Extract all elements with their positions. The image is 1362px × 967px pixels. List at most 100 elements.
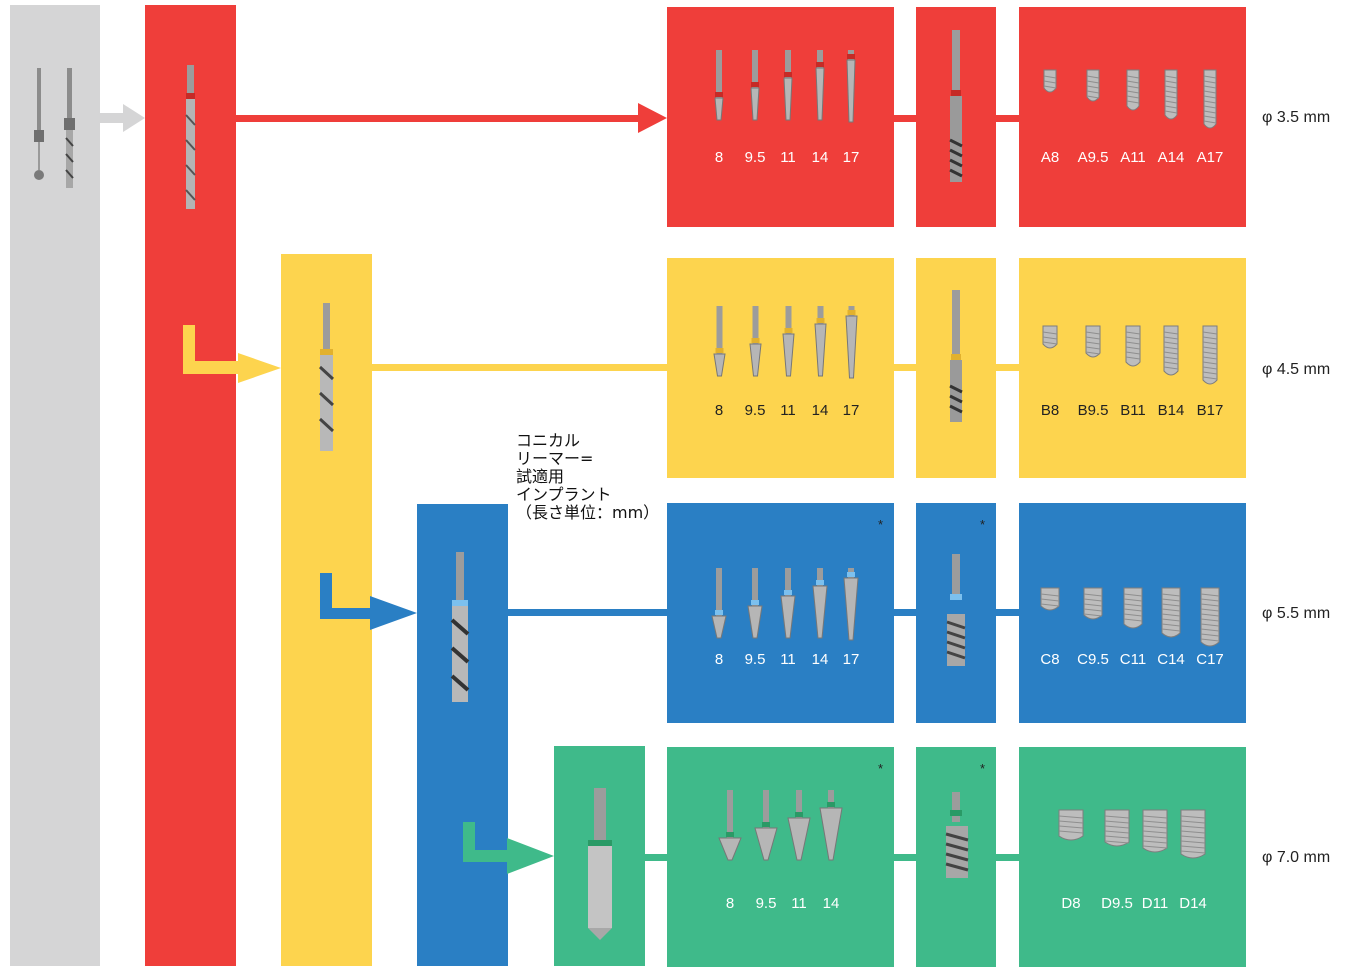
red-reamers-panel [667,7,894,227]
length-label: 11 [791,895,807,912]
blue-reamers-panel [667,503,894,723]
implant-label: A9.5 [1077,149,1109,166]
trial-implant-icon [1085,325,1101,358]
yellow-link-1 [894,364,916,371]
trial-implant-icon [1161,587,1181,638]
green-tap-asterisk: * [980,761,986,776]
blue-tap-icon [946,554,966,666]
red-link-1 [894,115,916,122]
blue-link-1 [894,609,916,616]
yellow-link-2 [996,364,1019,371]
red-to-yellow-elbow-arrow [183,325,281,383]
length-label: 14 [811,149,829,166]
yellow-tap-icon [949,290,963,422]
red-arrowhead [638,103,667,133]
length-label: 11 [780,651,796,668]
trial-implant-icon [1043,69,1057,93]
green-tap-icon [945,792,969,878]
red-tap-icon [949,30,963,182]
conical-reamer-icon [843,568,859,641]
trial-implant-icon [1086,69,1100,102]
length-label: 9.5 [744,402,766,419]
yellow-connector-line [372,364,667,371]
implant-label: C14 [1157,651,1185,668]
conical-reamer-icon [846,50,856,123]
trial-implant-icon [1058,809,1084,841]
yellow-to-blue-elbow-arrow [320,573,417,630]
conical-reamer-icon [714,50,724,121]
round-bur-icon [34,68,44,180]
trial-implant-icon [1125,325,1141,367]
blue-to-green-elbow-arrow [463,822,554,874]
conical-reamer-icon [712,306,726,377]
yellow-pilot-drill-icon [318,303,335,451]
trial-implant-icon [1202,325,1218,385]
implant-label: C8 [1040,651,1060,668]
blue-tap-asterisk: * [980,517,986,532]
blue-connector-line [508,609,667,616]
green-implants-panel [1019,747,1246,967]
conical-reamer-icon [813,306,827,377]
gray-to-red-arrow [100,104,145,132]
length-label: 17 [842,149,860,166]
conical-reamer-icon [781,306,795,377]
implant-label: A14 [1157,149,1185,166]
red-pilot-drill-icon [185,65,196,209]
red-connector-line [236,115,642,122]
implant-label: C17 [1196,651,1224,668]
length-label: 17 [842,402,860,419]
blue-link-2 [996,609,1019,616]
length-label: 17 [842,651,860,668]
green-pilot-drill-icon [588,788,612,940]
red-link-2 [996,115,1019,122]
diameter-label-7-0: φ 7.0 mm [1262,849,1331,866]
green-reamers-panel [667,747,894,967]
length-label: 8 [714,651,724,668]
implant-label: B8 [1040,402,1060,419]
length-label: 14 [811,402,829,419]
trial-implant-icon [1164,69,1178,120]
conical-reamer-icon [711,568,727,639]
trial-implant-icon [1083,587,1103,620]
trial-implant-icon [1123,587,1143,629]
conical-reamer-icon [819,790,843,861]
implant-label: A8 [1040,149,1060,166]
trial-implant-icon [1180,809,1206,859]
conical-reamer-icon [812,568,828,639]
length-label: 9.5 [744,651,766,668]
implant-label: D14 [1179,895,1207,912]
conical-reamer-icon [844,306,858,379]
length-label: 9.5 [744,149,766,166]
blue-pilot-drill-icon [450,552,470,702]
conical-reamer-icon [748,306,762,377]
implant-label: D11 [1141,895,1169,912]
green-connector-line [645,854,667,861]
yellow-reamers-panel [667,258,894,478]
blue-tap-panel [916,503,996,723]
trial-implant-icon [1142,809,1168,853]
trial-implant-icon [1104,809,1130,847]
implant-label: C9.5 [1077,651,1109,668]
green-link-1 [894,854,916,861]
length-label: 11 [780,149,796,166]
column-gray-initial-drills [10,5,100,966]
green-link-2 [996,854,1019,861]
conical-reamer-icon [783,50,793,121]
trial-implant-icon [1040,587,1060,611]
trial-implant-icon [1203,69,1217,129]
implant-label: B14 [1157,402,1185,419]
conical-reamer-icon [718,790,742,861]
length-label: 8 [714,402,724,419]
diameter-label-4-5: φ 4.5 mm [1262,361,1331,378]
conical-reamer-note: コニカル リーマー= 試適用 インプラント （長さ単位：mm） [516,431,660,522]
trial-implant-icon [1200,587,1220,647]
trial-implant-icon [1163,325,1179,376]
implant-label: A11 [1120,149,1146,166]
implant-label: B11 [1120,402,1146,419]
implant-label: B9.5 [1077,402,1109,419]
length-label: 9.5 [755,895,777,912]
implant-label: C11 [1119,651,1147,668]
implant-label: B17 [1196,402,1224,419]
conical-reamer-icon [787,790,811,861]
